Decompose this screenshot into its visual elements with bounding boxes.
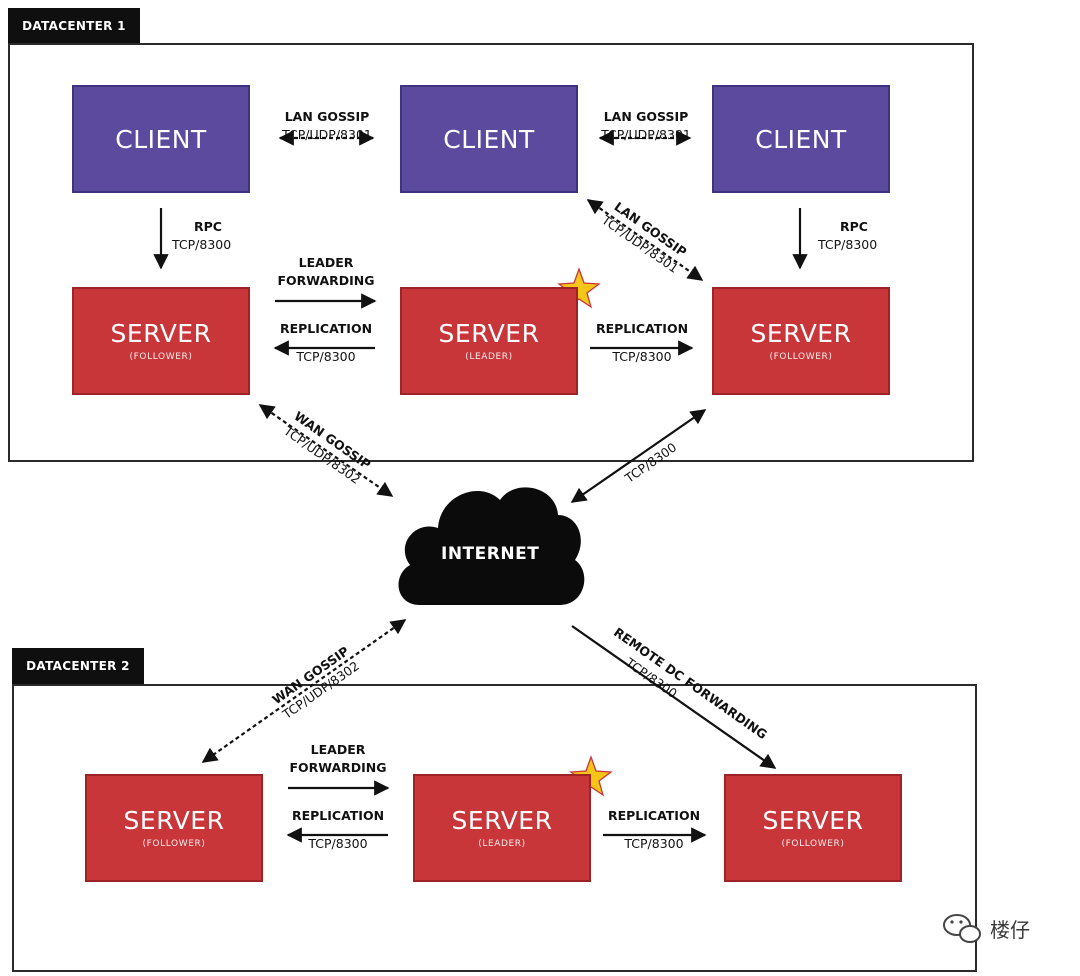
dc1-client-3: CLIENT [712, 85, 890, 193]
server-role: (FOLLOWER) [129, 351, 193, 362]
server-title: SERVER [750, 318, 852, 348]
leader-star-icon-dc1 [557, 267, 601, 309]
server-title: SERVER [110, 318, 212, 348]
lan-gossip-label-1: LAN GOSSIP TCP/UDP/8301 [282, 109, 372, 143]
rpc-label-left: RPC TCP/8300 [172, 219, 232, 253]
rpc-label-right: RPC TCP/8300 [818, 219, 878, 253]
server-role: (LEADER) [465, 351, 513, 362]
lan-gossip-arrow-diagonal [586, 199, 704, 281]
replication-label-dc2-left: REPLICATION TCP/8300 [291, 808, 385, 852]
lan-gossip-label-2: LAN GOSSIP TCP/UDP/8301 [601, 109, 691, 143]
client-title: CLIENT [755, 124, 847, 154]
server-role: (FOLLOWER) [142, 838, 206, 849]
dc1-server-leader: SERVER (LEADER) [400, 287, 578, 395]
datacenter-1-tab: DATACENTER 1 [8, 8, 140, 43]
remote-dc-forwarding-arrow [571, 625, 777, 769]
client-title: CLIENT [115, 124, 207, 154]
server-role: (LEADER) [478, 838, 526, 849]
dc1-client-1: CLIENT [72, 85, 250, 193]
server-role: (FOLLOWER) [781, 838, 845, 849]
dc1-server-follower-right: SERVER (FOLLOWER) [712, 287, 890, 395]
tcp-arrow-right [570, 409, 707, 503]
replication-label-dc1-right: REPLICATION TCP/8300 [595, 321, 689, 365]
wan-gossip-arrow-top [258, 404, 394, 497]
dc2-server-follower-right: SERVER (FOLLOWER) [724, 774, 902, 882]
leader-forwarding-label-dc1: LEADER FORWARDING [277, 255, 375, 289]
internet-label: INTERNET [441, 544, 540, 564]
dc1-client-2: CLIENT [400, 85, 578, 193]
wan-gossip-arrow-bottom [201, 619, 407, 763]
internet-cloud-icon [398, 487, 585, 605]
server-title: SERVER [123, 805, 225, 835]
datacenter-2-tab: DATACENTER 2 [12, 648, 144, 684]
leader-star-icon-dc2 [569, 755, 613, 797]
replication-label-dc1-left: REPLICATION TCP/8300 [279, 321, 373, 365]
dc2-server-leader: SERVER (LEADER) [413, 774, 591, 882]
server-title: SERVER [438, 318, 540, 348]
watermark-text: 楼仔 [990, 918, 1030, 942]
server-title: SERVER [762, 805, 864, 835]
replication-label-dc2-right: REPLICATION TCP/8300 [607, 808, 701, 852]
dc2-server-follower-left: SERVER (FOLLOWER) [85, 774, 263, 882]
dc1-server-follower-left: SERVER (FOLLOWER) [72, 287, 250, 395]
server-title: SERVER [451, 805, 553, 835]
leader-forwarding-label-dc2: LEADER FORWARDING [289, 742, 387, 776]
client-title: CLIENT [443, 124, 535, 154]
server-role: (FOLLOWER) [769, 351, 833, 362]
wechat-icon [943, 914, 981, 943]
